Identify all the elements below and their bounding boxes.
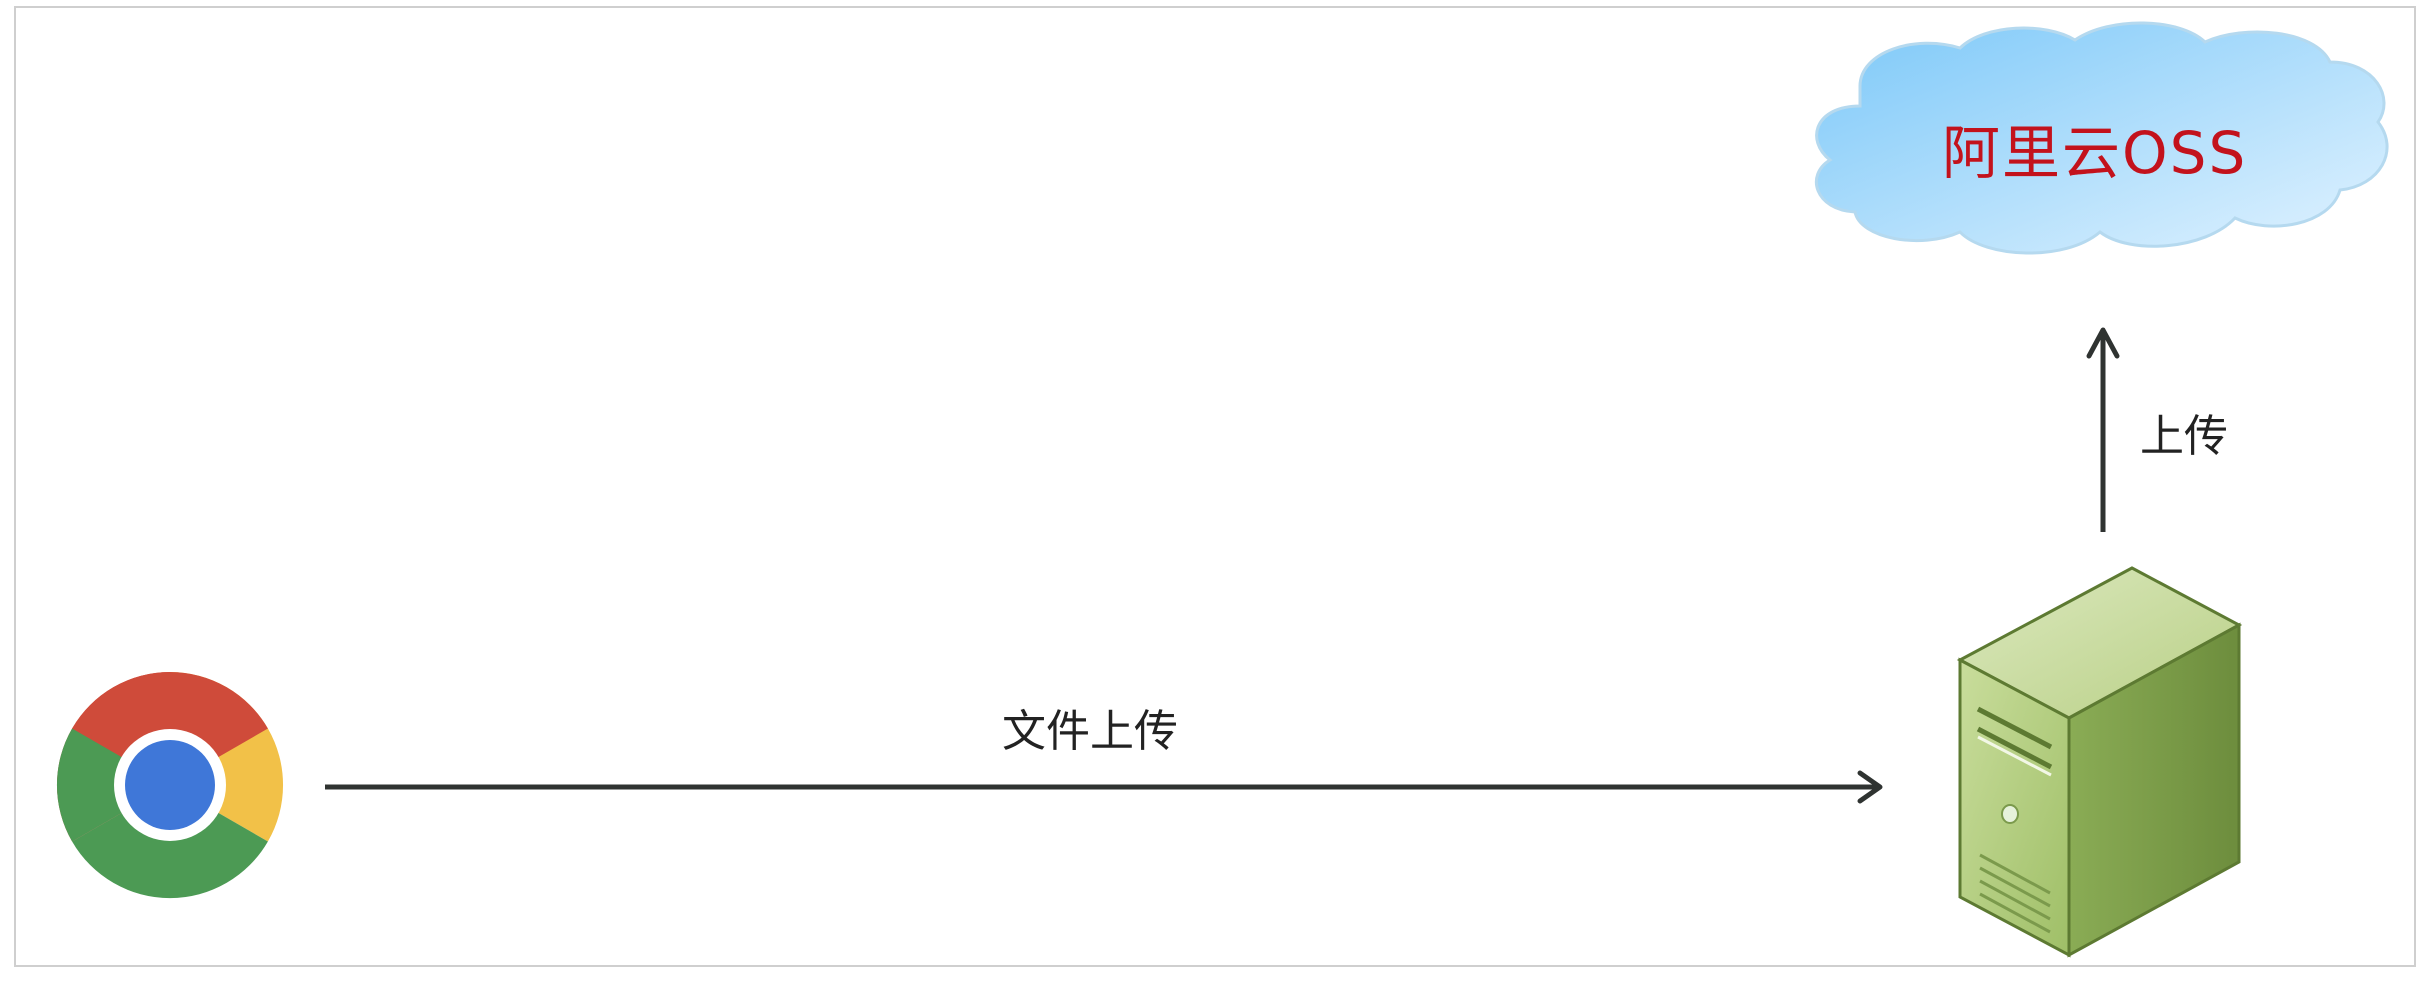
oss-cloud-label: 阿里云OSS bbox=[1942, 119, 2248, 187]
oss-cloud bbox=[1814, 21, 2389, 255]
diagram-frame bbox=[14, 6, 2416, 967]
edge-upload-oss bbox=[2086, 327, 2120, 532]
edge-label-upload-file: 文件上传 bbox=[1002, 706, 1178, 757]
edge-label-upload-oss: 上传 bbox=[2140, 411, 2228, 462]
edge-upload-file bbox=[325, 770, 1883, 804]
chrome-icon bbox=[56, 672, 284, 899]
server-icon bbox=[1956, 566, 2243, 958]
